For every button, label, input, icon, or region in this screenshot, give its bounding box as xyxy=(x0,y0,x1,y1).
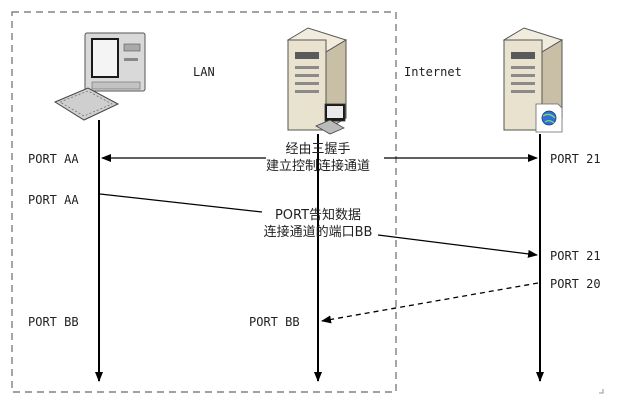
client-port-aa-2: PORT AA xyxy=(28,193,79,207)
port-notice-message: PORT告知数据 连接通道的端口BB xyxy=(248,207,388,241)
handshake-line2: 建立控制连接通道 xyxy=(265,159,370,174)
client-port-bb: PORT BB xyxy=(28,315,79,329)
data-connection-line xyxy=(321,282,539,324)
proxy-port-bb: PORT BB xyxy=(249,315,300,329)
server-port-21-2: PORT 21 xyxy=(550,249,601,263)
return-mark-icon xyxy=(599,389,604,394)
port-notice-line2: 连接通道的端口BB xyxy=(263,225,373,240)
computer-icon xyxy=(53,32,146,121)
lan-label: LAN xyxy=(193,65,215,79)
port-notice-line1: PORT告知数据 xyxy=(274,208,362,223)
client-port-aa: PORT AA xyxy=(28,152,79,166)
port-command-line-b xyxy=(377,234,538,258)
server-port-20: PORT 20 xyxy=(550,277,601,291)
handshake-line1: 经由三握手 xyxy=(285,142,351,157)
web-server-icon xyxy=(502,27,564,133)
lan-boundary xyxy=(11,11,397,393)
server-port-21: PORT 21 xyxy=(550,152,601,166)
server-with-pc-icon xyxy=(286,27,348,135)
handshake-message: 经由三握手 建立控制连接通道 xyxy=(248,141,388,175)
internet-label: Internet xyxy=(404,65,462,79)
port-command-line-a xyxy=(99,193,263,213)
